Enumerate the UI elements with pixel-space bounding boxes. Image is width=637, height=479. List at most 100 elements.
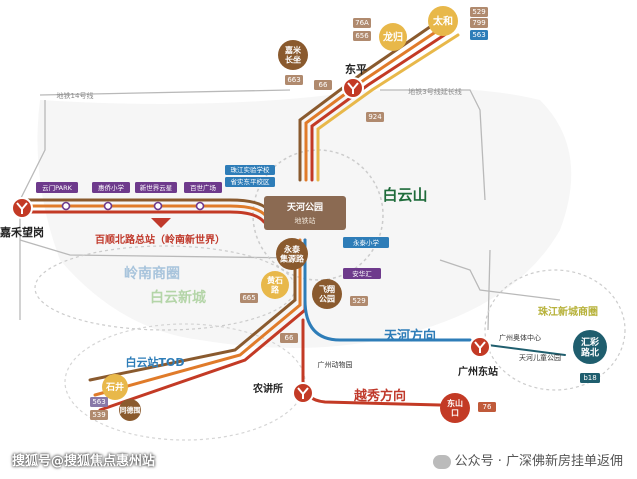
poi-dongwuyuan: 广州动物园 [318,360,353,369]
station-huicai: 汇彩路北 [581,336,599,358]
district-zhujiang: 珠江新城商圈 [538,305,598,318]
bus-663-bg [285,75,303,85]
bus-529-bg [350,296,368,306]
poi-huiqiao: 惠侨小学 [98,183,125,192]
station-yongtai-bg [276,238,308,270]
poi-ertong: 天河儿童公园 [519,353,561,362]
wechat-icon [432,454,451,469]
station-guangzhoudong: 广州东站 [458,365,498,378]
district-lingnan: 岭南商圈 [124,265,180,282]
bus-663: 663 [287,76,300,84]
bus-route-lines [19,89,561,331]
metro-icon-jiahe-glyph [16,202,28,214]
bus-76a: 76A [355,19,369,27]
poi-anhua: 安华汇 [352,269,372,278]
station-huicai-bg [573,330,607,364]
bus-76a-bg [353,18,371,28]
baiyun-tod-ring [64,323,306,441]
station-jiami: 嘉米长坐 [284,45,302,64]
metro-icon-nongjiangsuo-glyph [297,387,309,399]
poi-yunmen: 云门PARK [42,183,72,192]
bus-66a-bg [314,80,332,90]
station-taihe: 太和 [432,15,453,28]
poi-tiyu: 广州奥体中心 [499,333,541,342]
station-jiahe: 嘉禾望岗 [0,225,44,239]
bus-66a: 66 [319,81,328,89]
district-baiyun-city: 白云新城 [150,289,206,306]
bus-76b: 76 [483,403,492,411]
bus-665: 665 [242,294,255,302]
poi-zhujiang-school: 珠江实验学校 [231,165,271,174]
station-nongjiangsuo: 农讲所 [252,382,283,395]
station-dongping: 东平 [345,62,367,76]
station-huangshi: 黄石路 [267,275,283,294]
poi-zhujiang-school-bg [225,165,275,175]
station-yongtai: 永泰集源路 [279,244,305,263]
bus-b18-bg [580,373,600,383]
station-huangshi-bg [261,271,289,299]
zhujiang-ring [484,269,626,391]
poi-xinshijie-bg [135,182,177,193]
metro-icon-dongping-glyph [347,82,359,94]
bus-924-bg [366,112,384,122]
hub-plaque [264,196,346,230]
station-taihe-bg [428,6,458,36]
west-stop-dot-3 [195,201,205,211]
station-jiami-bg [278,40,308,70]
footer-right: 公众号 · 广深佛新房挂单返佣 [432,450,623,469]
district-baiyunshan: 白云山 [382,186,427,204]
yuexiu-direction: 越秀方向 [353,388,406,404]
top-rail-left-label: 地铁14号线 [57,91,94,100]
station-shijing-bg [102,374,128,400]
poi-huiqiao-bg [92,182,130,193]
poi-baishi: 百世广场 [190,183,217,192]
poi-sheng-school-bg [225,177,275,187]
baishun-marker [151,218,171,228]
baishun-label: 百顺北路总站（岭南新世界） [95,233,225,246]
west-stop-dot-0 [61,201,71,211]
footer-right-text: 公众号 · 广深佛新房挂单返佣 [454,454,623,469]
metro-icon-guangzhoudong-glyph [474,341,486,353]
station-feixiang-bg [312,279,342,309]
bus-656-bg [353,31,371,41]
bus-924: 924 [368,113,382,121]
poi-yunmen-bg [36,182,78,193]
west-stop-dot-1 [103,201,113,211]
bus-563b-bg [90,397,108,407]
bus-563: 563 [472,31,485,39]
bus-665-bg [240,293,258,303]
west-stop-dot-2 [153,201,163,211]
hub-subtitle: 地铁站 [295,216,316,225]
station-shijing: 石井 [105,381,124,393]
tianhe-direction: 天河方向 [384,328,436,344]
station-longgui-bg [379,23,407,51]
bus-66b: 66 [285,334,294,342]
bus-539: 539 [92,411,105,419]
bus-529: 529 [352,297,365,305]
district-baiyun-tod: 白云站TOD [126,355,185,369]
poi-yongtai-school: 永泰小学 [353,238,380,247]
footer-left: 搜狐号@搜狐焦点惠州站 [12,454,156,469]
poi-sheng-school: 省实东平校区 [231,177,271,186]
station-tongdelu: 同德围 [120,405,141,414]
bus-563b: 563 [92,398,105,406]
hub-circle [252,149,384,281]
poi-baishi-bg [184,182,222,193]
station-dongshankou: 东山口 [447,398,463,417]
poi-anhua-bg [343,268,381,279]
hub-title: 天河公园 [287,201,323,213]
top-rail-right-label: 地铁3号线延长线 [408,87,461,96]
bus-b18: b18 [583,374,596,382]
poi-yongtai-school-bg [343,237,389,248]
station-longgui: 龙归 [382,31,403,44]
bus-76b-bg [478,402,496,412]
bus-529-top-bg [470,7,488,17]
poi-xinshijie: 新世界云星 [140,183,173,192]
bus-563-bg [470,30,488,40]
bus-799-bg [470,18,488,28]
station-feixiang: 飞翔公园 [319,284,335,303]
station-tongdelu-bg [119,399,141,421]
bus-529-top: 529 [472,8,485,16]
